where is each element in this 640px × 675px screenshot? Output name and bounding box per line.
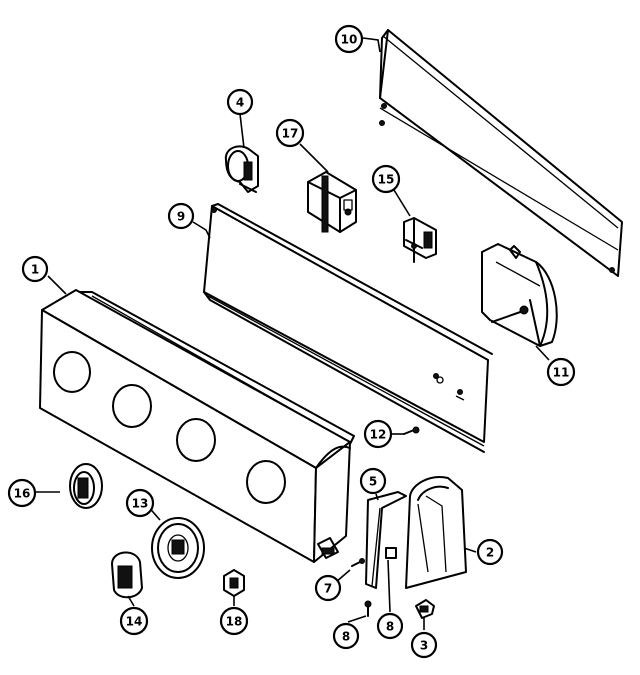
part-3-clip — [415, 599, 435, 619]
callout-15: 15 — [371, 164, 401, 194]
part-9-inner-panel — [203, 203, 493, 453]
svg-text:7: 7 — [324, 582, 332, 596]
callout-12: 12 — [363, 419, 393, 449]
svg-text:11: 11 — [553, 366, 570, 380]
svg-text:1: 1 — [31, 263, 39, 277]
part-14-knob — [111, 551, 143, 599]
svg-text:10: 10 — [341, 33, 358, 47]
svg-text:8: 8 — [386, 620, 394, 634]
callout-7: 7 — [314, 574, 342, 602]
svg-text:3: 3 — [420, 639, 428, 653]
part-8-screw-lower — [364, 600, 372, 617]
callout-8-upper: 8 — [376, 612, 404, 640]
part-4-knob-bracket — [224, 145, 259, 193]
callout-8-lower: 8 — [332, 622, 360, 650]
callout-3: 3 — [410, 631, 438, 659]
callout-17: 17 — [275, 118, 305, 148]
svg-text:14: 14 — [126, 615, 143, 629]
part-5-trim-strip — [365, 491, 407, 589]
svg-text:13: 13 — [132, 497, 149, 511]
part-11-timer — [481, 243, 558, 347]
svg-text:16: 16 — [14, 487, 31, 501]
part-16-knob — [69, 463, 103, 509]
svg-text:8: 8 — [342, 630, 350, 644]
svg-text:18: 18 — [226, 615, 243, 629]
callout-2: 2 — [476, 538, 504, 566]
callout-14: 14 — [119, 606, 149, 636]
callout-16: 16 — [7, 478, 37, 508]
leader-lines — [36, 37, 550, 630]
svg-text:4: 4 — [236, 96, 244, 110]
svg-text:15: 15 — [378, 173, 395, 187]
svg-text:2: 2 — [486, 546, 494, 560]
part-2-end-cap — [405, 476, 467, 589]
part-7-screw — [351, 558, 365, 567]
svg-text:5: 5 — [369, 475, 377, 489]
callout-9: 9 — [167, 202, 195, 230]
callout-13: 13 — [125, 488, 155, 518]
callout-4: 4 — [226, 88, 254, 116]
callout-1: 1 — [21, 255, 49, 283]
part-13-dial — [151, 517, 205, 579]
callout-10: 10 — [334, 24, 364, 54]
callout-18: 18 — [219, 606, 249, 636]
part-1-console-housing — [39, 289, 355, 563]
part-18-clip — [223, 569, 245, 597]
part-8-clip-upper — [385, 547, 397, 559]
svg-text:17: 17 — [282, 127, 299, 141]
part-15-switch-bracket — [403, 217, 437, 263]
part-12-screw — [403, 426, 420, 435]
svg-text:12: 12 — [370, 428, 387, 442]
svg-text:9: 9 — [177, 210, 185, 224]
part-17-timer-switch — [307, 171, 357, 233]
callout-5: 5 — [359, 467, 387, 495]
callout-11: 11 — [546, 357, 576, 387]
part-10-back-panel — [379, 29, 623, 277]
